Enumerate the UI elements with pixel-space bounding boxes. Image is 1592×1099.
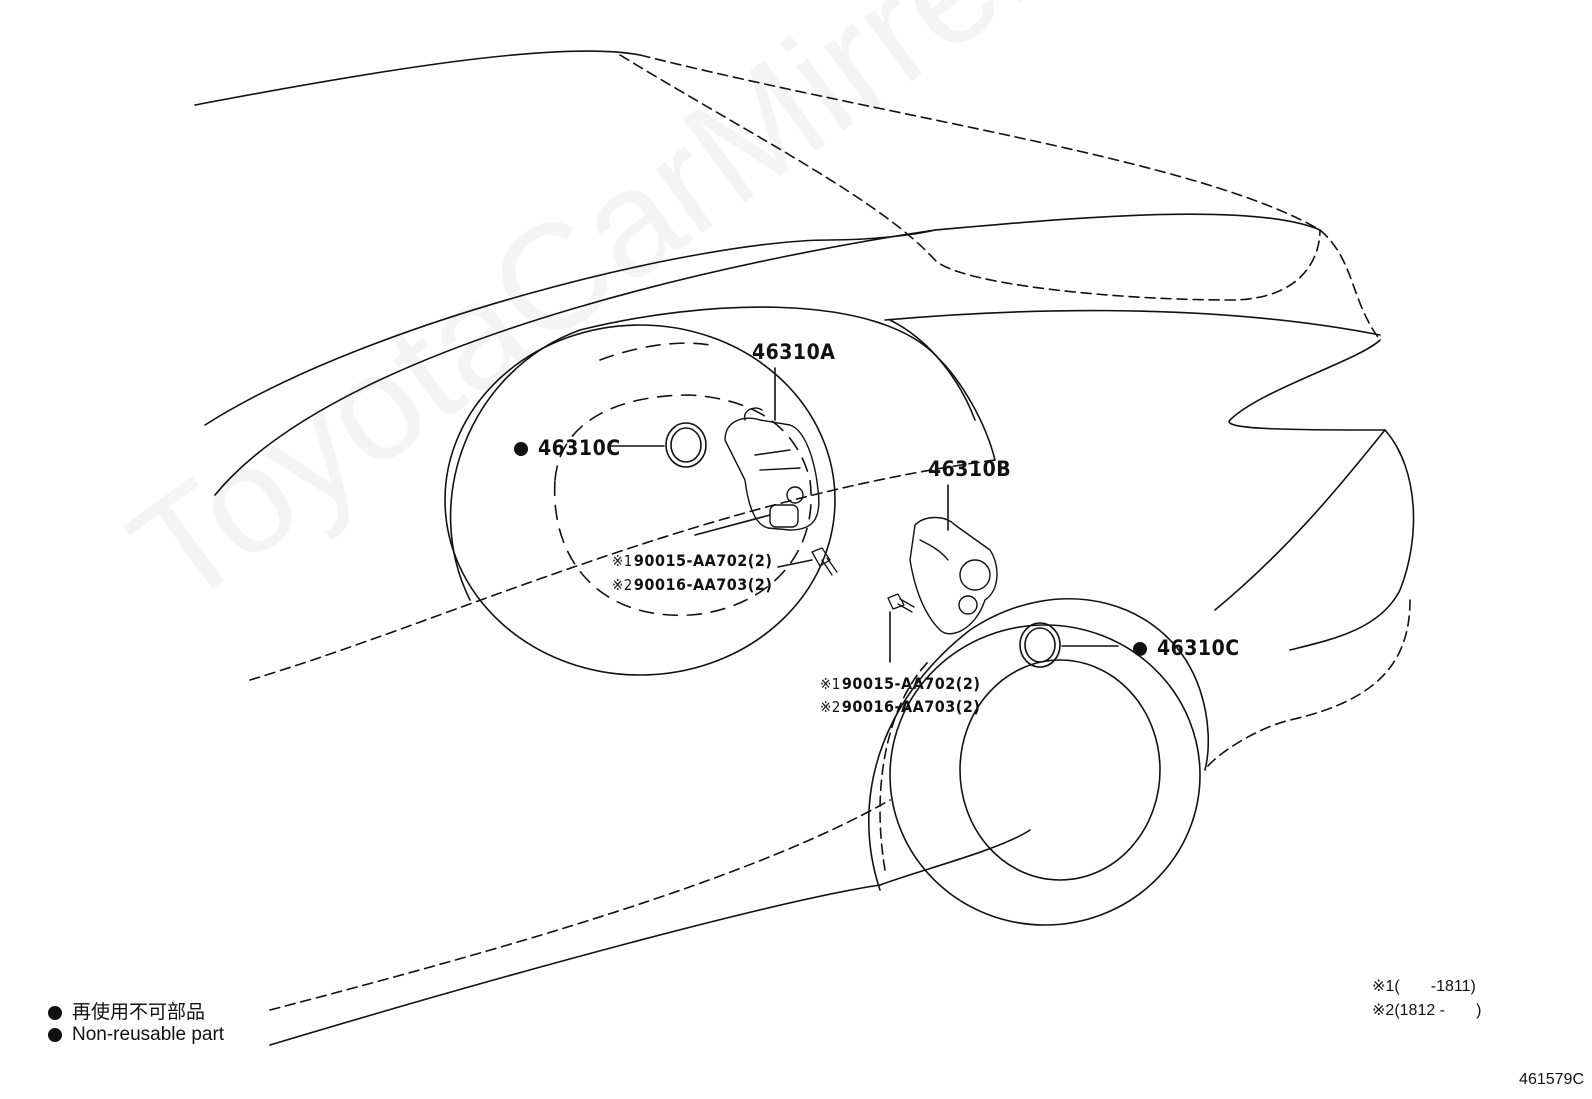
actuator-46310A: [724, 407, 820, 531]
callout-46310A: 46310A: [752, 340, 836, 364]
roof-line: [194, 50, 641, 106]
lower-body-line: [269, 884, 881, 1046]
rear-tire-outer: [889, 624, 1201, 926]
rear-wheel-arch-dashed: [879, 659, 931, 871]
legend-english: Non-reusable part: [48, 1024, 224, 1046]
front-tire-outer: [444, 324, 836, 676]
callout-46310C-right: 46310C: [1133, 636, 1240, 660]
range-note-2: ※2(1812 - ): [1372, 1002, 1482, 1019]
non-reusable-dot-icon: [1133, 642, 1147, 656]
rear-bumper-lower: [1204, 599, 1411, 771]
rear-tire-inner: [959, 659, 1161, 881]
bolt-ref-right-1: ※190015-AA702(2): [820, 674, 981, 693]
non-reusable-dot-icon: [514, 442, 528, 456]
rear-bumper: [1289, 429, 1415, 651]
leader-bolt-left-to-actuator: [694, 514, 771, 536]
bolt-ref-left-2: ※290016-AA703(2): [612, 575, 773, 594]
lower-body-dashed: [269, 799, 891, 1011]
actuator-46310B: [909, 516, 998, 635]
belt-line: [214, 213, 1321, 496]
lower-body-line-2: [879, 829, 1031, 886]
roof-dashed: [639, 54, 1381, 341]
bolt-ref-right-2: ※290016-AA703(2): [820, 697, 981, 716]
range-note-1: ※1( -1811): [1372, 978, 1476, 995]
bolt-ref-left-1: ※190015-AA702(2): [612, 551, 773, 570]
rear-window-dashed: [619, 54, 1321, 301]
seal-ring-right-inner: [1024, 627, 1056, 663]
legend-dot-icon: [48, 1027, 62, 1042]
legend-dot-icon: [48, 1005, 62, 1020]
seal-ring-right: [1019, 622, 1061, 668]
rear-quarter: [1214, 429, 1386, 611]
tail-lamp: [1228, 339, 1386, 431]
callout-46310B: 46310B: [928, 457, 1012, 481]
sill-dashed: [249, 459, 996, 681]
legend-japanese: 再使用不可部品: [48, 997, 205, 1024]
belt-line-2: [204, 229, 936, 426]
bolt-right: [887, 593, 915, 613]
leader-bolt-left: [777, 559, 813, 568]
seal-ring-left-inner: [670, 427, 702, 463]
front-tire-upper-dashed: [599, 342, 711, 361]
callout-46310C-left: 46310C: [514, 436, 621, 460]
rear-wheel-arch: [868, 598, 1210, 891]
bolt-left: [811, 547, 838, 576]
rear-deck: [884, 309, 1381, 336]
seal-ring-left: [665, 422, 707, 468]
front-tire-inner-dashed: [553, 394, 812, 616]
front-wheel-arch: [449, 306, 996, 601]
illustration-code: 461579C: [1519, 1071, 1584, 1088]
front-wheel-arch-inner: [889, 319, 976, 421]
